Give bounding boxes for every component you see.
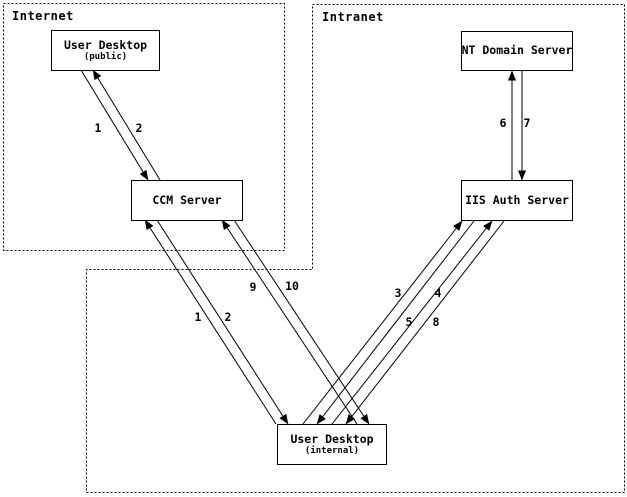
flow-line-3 xyxy=(302,220,463,425)
flow-label-6: 6 xyxy=(499,116,507,130)
node-title: NT Domain Server xyxy=(461,43,573,58)
flow-label-3: 3 xyxy=(394,286,402,300)
flow-line-8 xyxy=(345,220,505,425)
node-title: IIS Auth Server xyxy=(465,192,569,207)
flow-label-public-2: 2 xyxy=(135,121,143,135)
flow-label-10: 10 xyxy=(285,279,299,293)
node-user-desktop-public: User Desktop (public) xyxy=(51,30,160,71)
flow-label-internal-1: 1 xyxy=(194,310,202,324)
flow-line-4 xyxy=(316,220,475,425)
node-nt-domain-server: NT Domain Server xyxy=(461,31,573,71)
intranet-zone-label: Intranet xyxy=(322,10,384,24)
node-iis-auth-server: IIS Auth Server xyxy=(461,180,573,221)
flow-label-4: 4 xyxy=(434,286,442,300)
flow-label-internal-2: 2 xyxy=(224,310,232,324)
node-subtitle: (public) xyxy=(83,51,128,62)
internet-zone-label: Internet xyxy=(12,9,74,23)
flow-line-10 xyxy=(233,219,370,425)
flow-label-public-1: 1 xyxy=(94,121,102,135)
flow-line-public-2 xyxy=(92,69,161,181)
internet-zone-outline xyxy=(3,3,285,251)
flow-line-9 xyxy=(221,219,358,425)
flow-label-9: 9 xyxy=(249,280,257,294)
node-user-desktop-internal: User Desktop (internal) xyxy=(277,424,387,465)
node-subtitle: (internal) xyxy=(304,445,360,456)
flow-line-5 xyxy=(331,220,493,425)
flow-label-5: 5 xyxy=(405,315,413,329)
flow-line-internal-2 xyxy=(156,219,289,425)
node-title: User Desktop xyxy=(290,431,374,446)
flow-line-internal-1 xyxy=(144,219,277,425)
flow-label-7: 7 xyxy=(523,116,531,130)
node-title: User Desktop xyxy=(63,37,148,52)
flow-label-8: 8 xyxy=(432,315,440,329)
intranet-zone-outline xyxy=(86,4,625,493)
node-ccm-server: CCM Server xyxy=(131,180,243,221)
node-title: CCM Server xyxy=(152,192,222,207)
flow-line-public-1 xyxy=(80,69,149,181)
